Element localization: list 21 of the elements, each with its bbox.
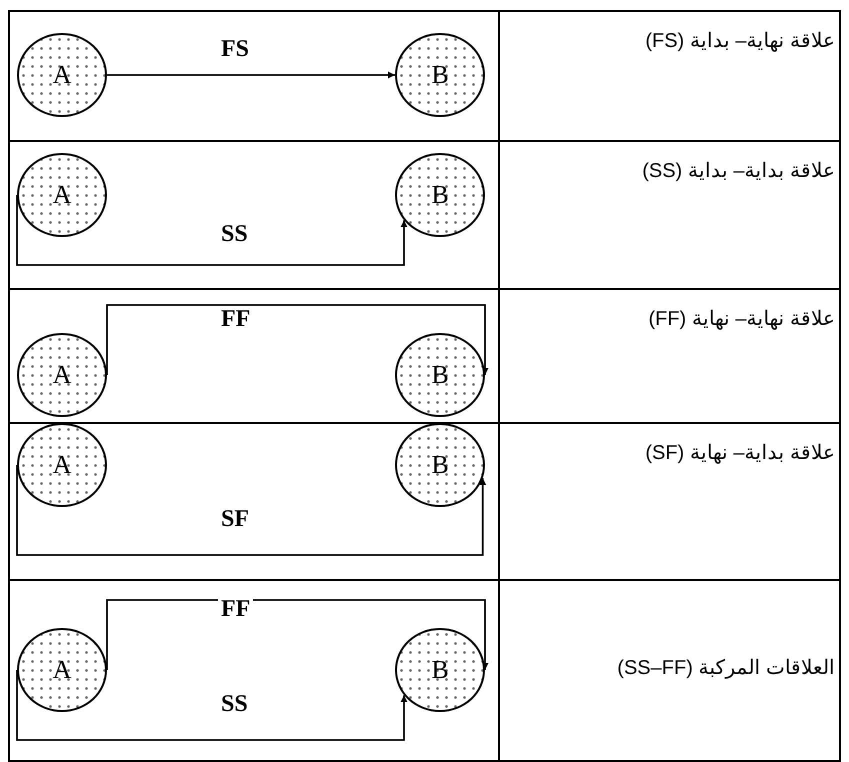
relation-name: علاقة نهاية– نهاية (FF) (648, 307, 835, 331)
activity-circle: B (395, 628, 485, 712)
relation-name: علاقة نهاية– بداية (FS) (645, 29, 835, 53)
activity-circle: B (395, 333, 485, 417)
arrow (106, 304, 488, 375)
activity-circle: B (395, 423, 485, 507)
activity-circle: A (17, 628, 107, 712)
arrow (107, 72, 395, 78)
activity-circle: A (17, 423, 107, 507)
relation-name: علاقة بداية– بداية (SS) (642, 159, 835, 183)
activity-circle: A (17, 153, 107, 237)
arrow (16, 465, 486, 556)
relation-name: علاقة بداية– نهاية (SF) (645, 441, 835, 465)
arrow (106, 599, 488, 670)
relation-name: العلاقات المركبة (SS–FF) (617, 656, 835, 680)
activity-circle: A (17, 33, 107, 117)
activity-circle: B (395, 33, 485, 117)
activity-circle: B (395, 153, 485, 237)
activity-circle: A (17, 333, 107, 417)
arrow (16, 195, 408, 266)
arrow (16, 670, 408, 741)
